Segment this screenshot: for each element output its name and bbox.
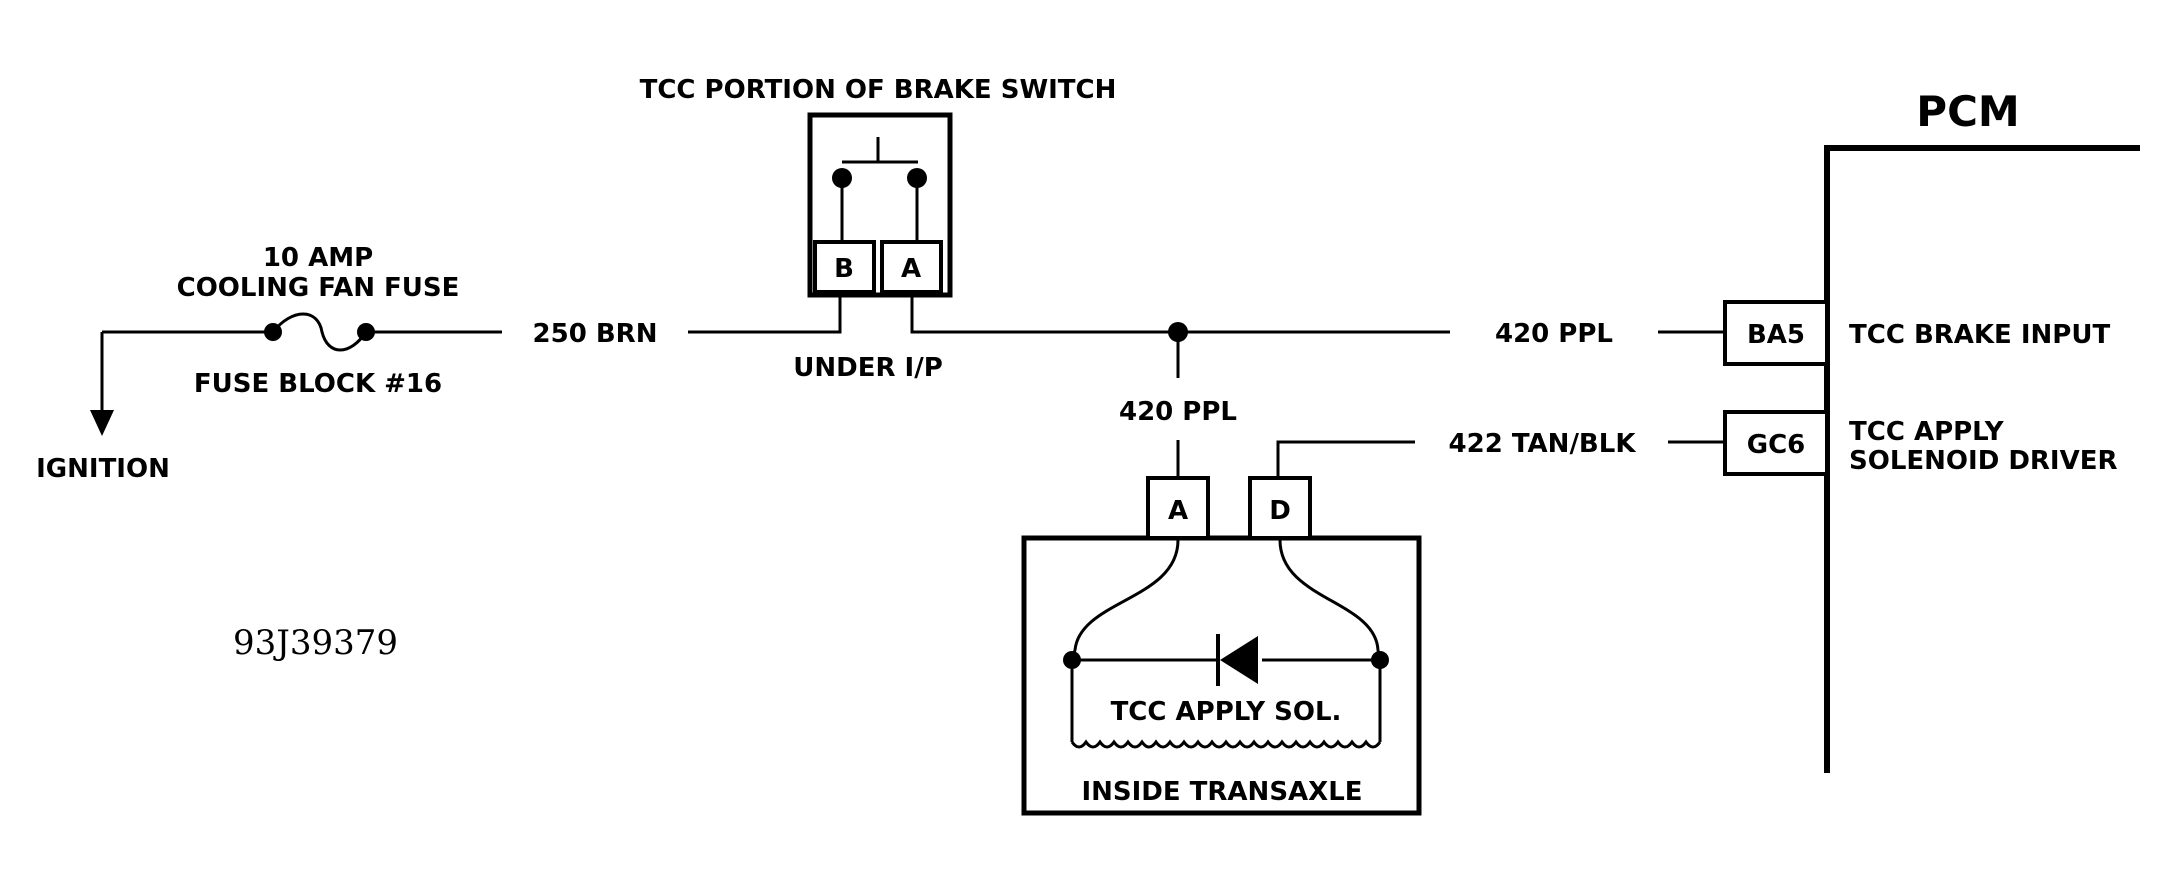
switch-pin-b-label: B (834, 254, 854, 284)
transaxle (1021, 476, 1422, 816)
trans-pin-a (1146, 476, 1210, 540)
pcm-pin-gc6-label: GC6 (1747, 430, 1806, 460)
inside-transaxle-label: INSIDE TRANSAXLE (1081, 777, 1362, 807)
wire-420-main-label: 420 PPL (1495, 319, 1613, 349)
tcc-apply-label: TCC APPLY (1849, 417, 2005, 447)
wire-422-left (1276, 440, 1415, 478)
solenoid-driver-label: SOLENOID DRIVER (1849, 446, 2118, 476)
trans-pin-d-label: D (1269, 496, 1291, 526)
coil-icon (1070, 739, 1382, 749)
diagram-id: 93J39379 (233, 623, 398, 663)
pcm-pin-ba5-label: BA5 (1747, 320, 1805, 350)
trans-pin-d (1248, 476, 1312, 540)
cooling-fan-fuse (264, 312, 375, 352)
fuse-rating: 10 AMP (263, 243, 373, 273)
wire-422-label: 422 TAN/BLK (1449, 429, 1637, 459)
tcc-brake-input-label: TCC BRAKE INPUT (1849, 320, 2110, 350)
wire-420-drop-label: 420 PPL (1119, 397, 1237, 427)
switch-pin-a (880, 240, 943, 294)
fuse-name: COOLING FAN FUSE (177, 273, 460, 303)
wire-250-label: 250 BRN (533, 319, 658, 349)
under-ip-label: UNDER I/P (793, 353, 943, 383)
diode-icon (1220, 636, 1258, 684)
pcm-pin-ba5 (1723, 300, 1829, 366)
pcm (1723, 145, 2140, 773)
fuse-block-label: FUSE BLOCK #16 (194, 369, 442, 399)
ignition-feed (90, 330, 268, 436)
ignition-label: IGNITION (36, 454, 170, 484)
pcm-pin-gc6 (1723, 410, 1829, 476)
ignition-arrow-icon (90, 410, 114, 436)
wire-250-right (688, 294, 842, 334)
switch-pin-a-label: A (901, 254, 921, 284)
pcm-label: PCM (1916, 87, 2019, 136)
solenoid-label: TCC APPLY SOL. (1111, 697, 1342, 727)
switch-title: TCC PORTION OF BRAKE SWITCH (640, 75, 1117, 105)
brake-switch (807, 112, 953, 298)
wire-420-switch (910, 294, 1450, 334)
switch-pin-b (813, 240, 876, 294)
trans-pin-a-label: A (1168, 496, 1188, 526)
